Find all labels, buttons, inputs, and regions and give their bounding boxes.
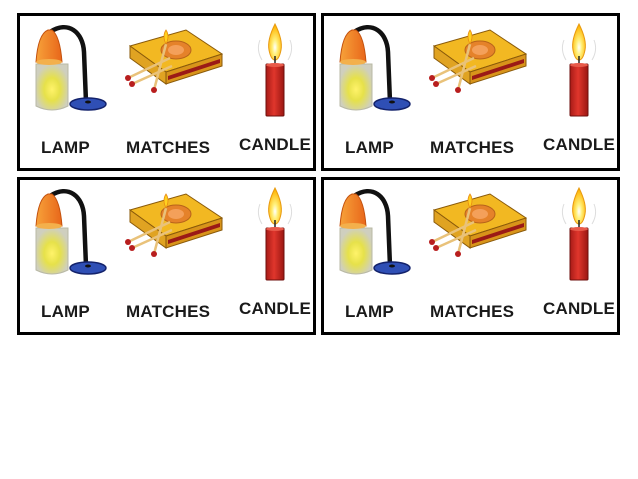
lamp-picture	[332, 22, 412, 112]
lamp-picture	[28, 22, 108, 112]
matches-picture	[428, 190, 528, 265]
lamp-label: LAMP	[345, 138, 394, 157]
candle-picture	[554, 20, 604, 120]
candle-label: CANDLE	[543, 135, 616, 154]
candle-picture	[250, 20, 300, 120]
desk-lamp-icon	[339, 189, 411, 275]
desk-lamp-icon	[339, 25, 411, 111]
lamp-label: LAMP	[345, 302, 394, 321]
matches-label: MATCHES	[126, 138, 211, 157]
matches-picture	[124, 26, 224, 101]
candle-picture	[554, 184, 604, 284]
candle-label: CANDLE	[239, 135, 312, 154]
matchbox-icon	[125, 193, 224, 257]
matches-label: MATCHES	[126, 302, 211, 321]
lamp-picture	[332, 186, 412, 276]
picture-card-2: LAMP MATCHES CANDLE	[321, 13, 620, 171]
desk-lamp-icon	[35, 25, 107, 111]
matchbox-icon	[429, 193, 528, 257]
candle-label: CANDLE	[239, 299, 312, 318]
matches-picture	[124, 190, 224, 265]
matches-picture	[428, 26, 528, 101]
candle-icon	[257, 22, 293, 117]
lamp-label: LAMP	[41, 302, 90, 321]
card-grid: LAMP MATCHES CANDLE	[17, 13, 621, 337]
matches-label: MATCHES	[430, 302, 515, 321]
candle-label: CANDLE	[543, 299, 616, 318]
lamp-label: LAMP	[41, 138, 90, 157]
matchbox-icon	[429, 29, 528, 93]
lamp-picture	[28, 186, 108, 276]
candle-icon	[561, 22, 597, 117]
candle-icon	[561, 186, 597, 281]
candle-picture	[250, 184, 300, 284]
picture-card-3: LAMP MATCHES CANDLE	[17, 177, 316, 335]
desk-lamp-icon	[35, 189, 107, 275]
matchbox-icon	[125, 29, 224, 93]
picture-card-4: LAMP MATCHES CANDLE	[321, 177, 620, 335]
candle-icon	[257, 186, 293, 281]
picture-card-1: LAMP MATCHES CANDLE	[17, 13, 316, 171]
matches-label: MATCHES	[430, 138, 515, 157]
